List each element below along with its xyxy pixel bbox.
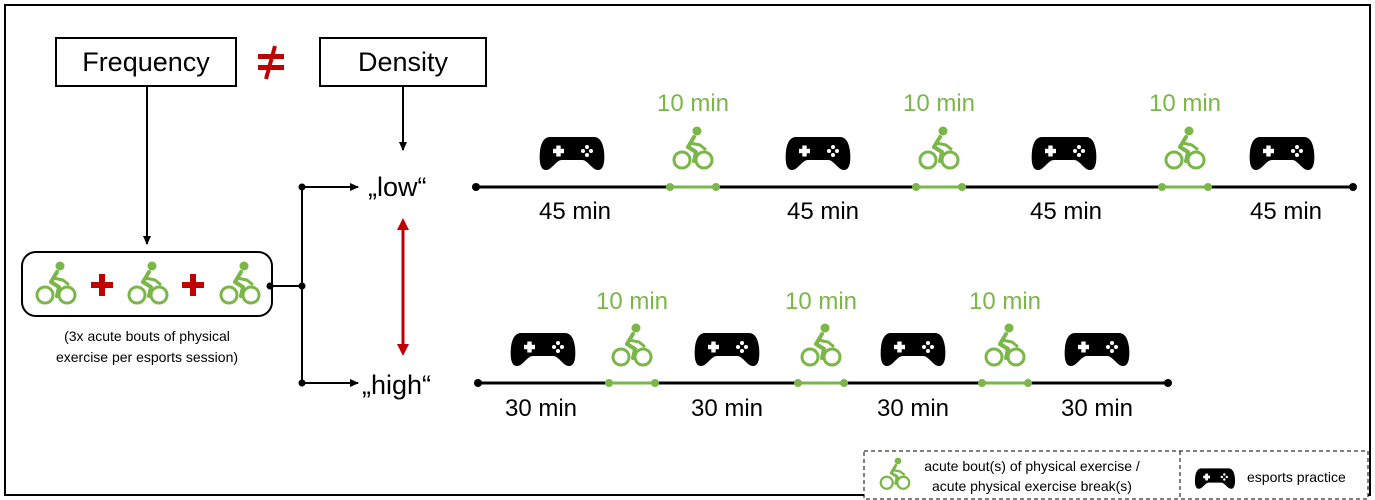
plus-icon [182, 274, 204, 296]
low-practice-label: 45 min [787, 198, 859, 225]
high-break-2: 10 min [785, 288, 857, 387]
gamepad-icon [880, 333, 946, 366]
cyclist-icon [1164, 124, 1206, 170]
high-timeline: 10 min 10 min 10 min 30 min 30 min 30 mi… [474, 288, 1172, 422]
legend-exercise-line1: acute bout(s) of physical exercise / [924, 458, 1140, 474]
level-low-label: „low“ [368, 172, 427, 202]
high-practice-label: 30 min [1061, 395, 1133, 422]
density-range-arrow [397, 218, 409, 356]
low-break-label: 10 min [903, 90, 975, 117]
low-practice-label: 45 min [539, 198, 611, 225]
frequency-box: Frequency [55, 37, 237, 87]
gamepad-icon [785, 137, 851, 170]
cyclist-icon [800, 321, 842, 367]
low-practice-label: 45 min [1030, 198, 1102, 225]
high-break-label: 10 min [969, 288, 1041, 315]
legend-esports: esports practice [1247, 469, 1346, 485]
level-high-label: „high“ [362, 370, 431, 400]
gamepad-icon [539, 137, 605, 170]
low-break-1: 10 min [657, 90, 729, 191]
not-equal-icon [258, 45, 284, 80]
high-break-3: 10 min [969, 288, 1041, 387]
gamepad-icon [1249, 137, 1315, 170]
gamepad-icon [1064, 333, 1130, 366]
high-practice-label: 30 min [877, 395, 949, 422]
gamepad-icon [1031, 137, 1097, 170]
low-break-2: 10 min [903, 90, 975, 191]
low-practice-label: 45 min [1250, 198, 1322, 225]
high-break-label: 10 min [785, 288, 857, 315]
density-label: Density [358, 47, 449, 77]
legend: acute bout(s) of physical exercise / acu… [863, 450, 1369, 500]
cyclist-icon [918, 124, 960, 170]
low-break-3: 10 min [1149, 90, 1221, 191]
legend-exercise-line2: acute physical exercise break(s) [932, 478, 1132, 494]
cyclist-icon [672, 124, 714, 170]
bouts-note-line2: exercise per esports session) [56, 349, 238, 365]
low-timeline: 10 min 10 min 10 min 45 min 45 min 45 mi… [472, 90, 1357, 225]
high-practice-label: 30 min [691, 395, 763, 422]
high-practice-label: 30 min [505, 395, 577, 422]
cyclist-icon [611, 321, 653, 367]
bouts-box [21, 251, 273, 317]
low-break-label: 10 min [657, 90, 729, 117]
gamepad-icon [510, 333, 576, 366]
low-break-label: 10 min [1149, 90, 1221, 117]
cyclist-icon [984, 321, 1026, 367]
high-break-label: 10 min [596, 288, 668, 315]
high-break-1: 10 min [596, 288, 668, 387]
frequency-label: Frequency [82, 47, 210, 77]
plus-icon [91, 274, 113, 296]
gamepad-icon [694, 333, 760, 366]
branch-connector [266, 183, 359, 387]
density-box: Density [319, 37, 487, 87]
figure-frame [4, 4, 1371, 496]
bouts-note-line1: (3x acute bouts of physical [64, 328, 230, 344]
